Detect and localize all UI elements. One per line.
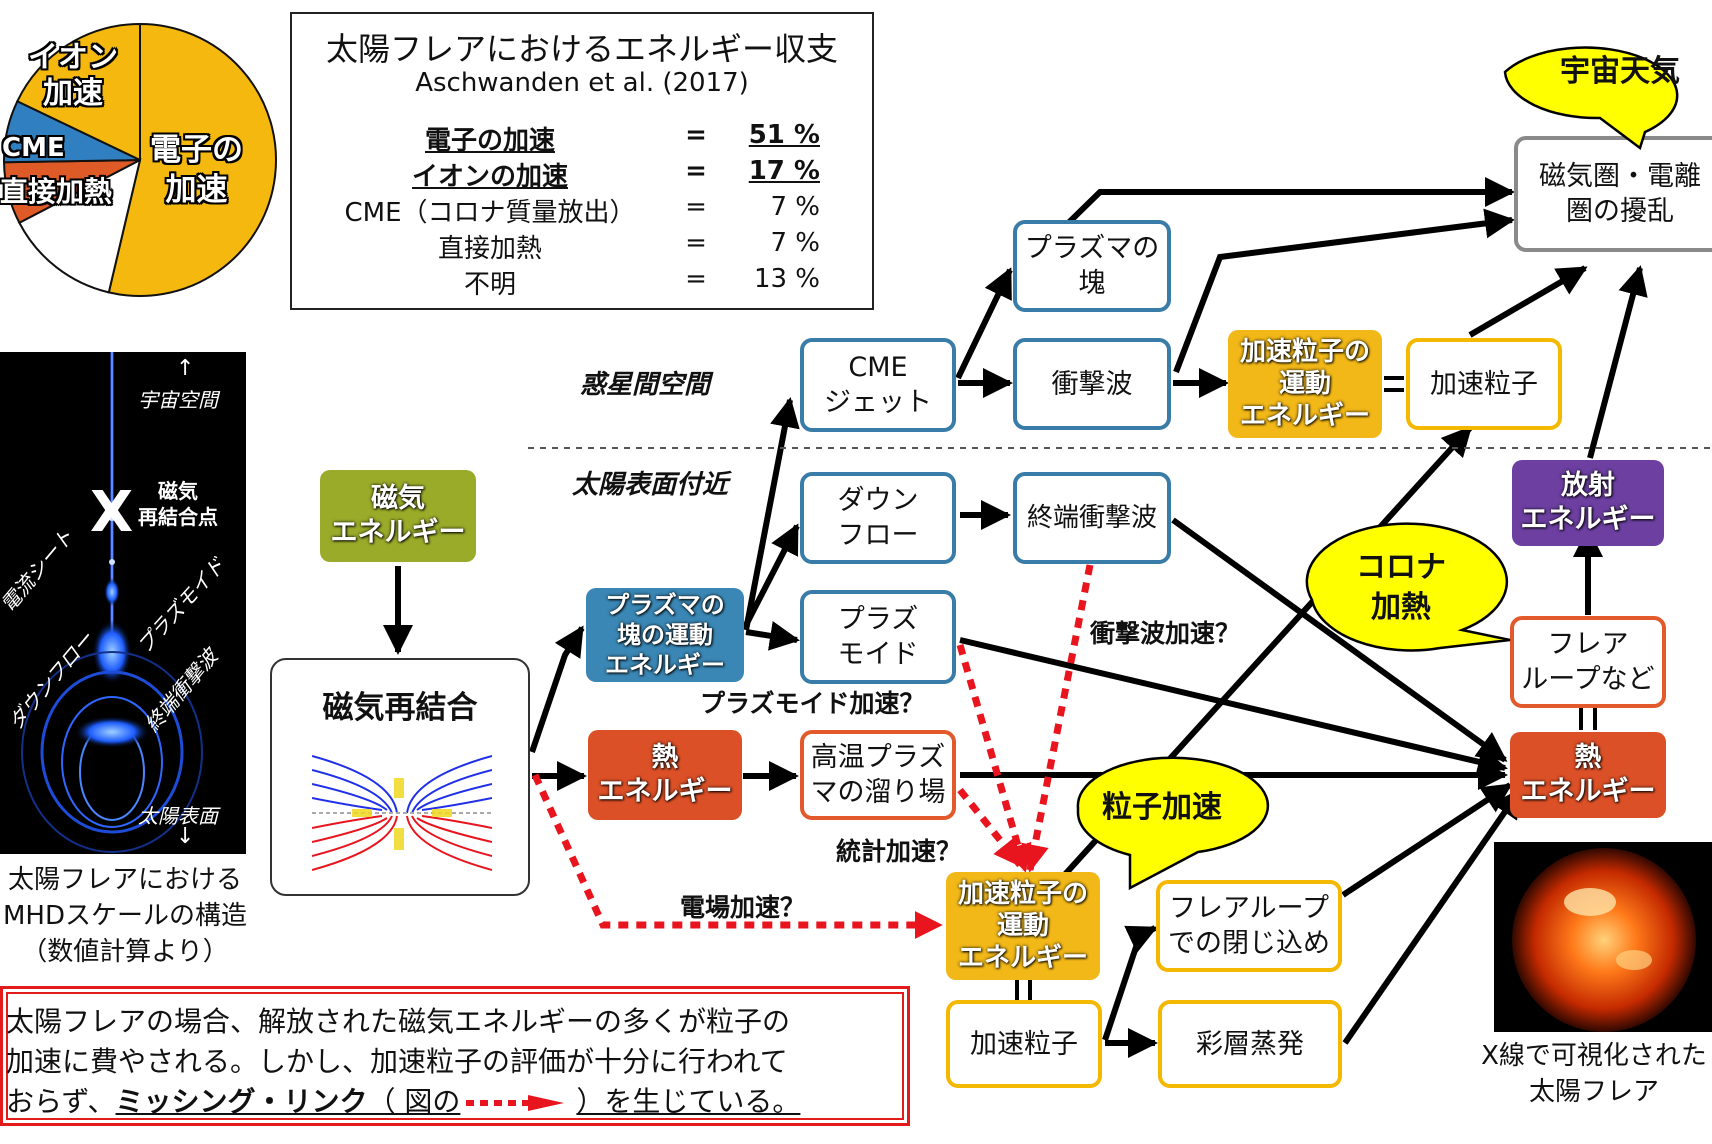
sim-top-arrow: ↑ xyxy=(176,356,195,381)
sim-label-solar-surface: 太陽表面 xyxy=(138,804,218,828)
budget-row-eq: = xyxy=(685,156,707,186)
node-heat-energy-left: 熱 エネルギー xyxy=(588,730,742,820)
node-magnetosphere-disturbance: 磁気圏・電離 圏の擾乱 xyxy=(1514,136,1712,252)
budget-citation: Aschwanden et al. (2017) xyxy=(415,68,749,98)
budget-row-value: 7 % xyxy=(770,192,820,222)
budget-row-value: 17 % xyxy=(748,156,820,186)
arrow-accelke-to-upper xyxy=(1007,425,1473,938)
missing-link-arrows xyxy=(531,564,1094,939)
node-termination-shock: 終端衝撃波 xyxy=(1013,472,1171,564)
arrow-blob-to-cme xyxy=(743,397,800,631)
node-accel-ke-top: 加速粒子の 運動 エネルギー xyxy=(1228,330,1382,438)
reconnection-field-diagram xyxy=(312,755,492,871)
node-blob-kinetic-energy: プラズマの 塊の運動 エネルギー xyxy=(586,588,744,682)
node-accel-ke-bottom: 加速粒子の 運動 エネルギー xyxy=(946,872,1100,980)
callout-space-weather: 宇宙天気 xyxy=(1560,54,1680,89)
arrow-blob-to-plasmoid xyxy=(745,620,800,651)
callout-particle-accel: 粒子加速 xyxy=(1102,790,1222,825)
reconnection-title: 磁気再結合 xyxy=(322,690,478,726)
note-box xyxy=(0,986,910,1126)
budget-row-eq: = xyxy=(685,228,707,258)
xray-caption: X線で可視化された 太陽フレア xyxy=(1481,1041,1707,1107)
note-line-3: おらず、ミッシング・リンク（ 図の ）を生じている。 xyxy=(6,1080,800,1120)
arrow-loop-to-heat xyxy=(1341,782,1513,898)
pie-slice xyxy=(107,22,277,297)
budget-row-label: 電子の加速 xyxy=(424,126,555,156)
note-line-3b: （ 図の xyxy=(367,1085,461,1118)
budget-row-value: 13 % xyxy=(753,264,820,294)
region-near-surface: 太陽表面付近 xyxy=(572,470,729,500)
node-accel-particles-top: 加速粒子 xyxy=(1406,338,1562,430)
node-cme-jet: CME ジェット xyxy=(800,338,956,432)
node-flare-loops: フレア ループなど xyxy=(1510,616,1666,708)
note-line-1: 太陽フレアの場合、解放された磁気エネルギーの多くが粒子の xyxy=(6,1005,791,1038)
node-heat-energy-right: 熱 エネルギー xyxy=(1510,732,1666,818)
budget-row-value: 7 % xyxy=(770,228,820,258)
arrow-plasmoid-to-heat xyxy=(959,637,1508,777)
sim-label-space: 宇宙空間 xyxy=(138,388,218,412)
sim-bottom-arrow: ↓ xyxy=(176,824,195,849)
mhd-simulation-image xyxy=(0,352,246,854)
budget-row-label: イオンの加速 xyxy=(411,162,568,192)
budget-row-label: 不明 xyxy=(463,270,516,300)
note-line-3a: おらず、 xyxy=(6,1085,116,1118)
arrow-radiation-to-magneto xyxy=(1587,265,1648,459)
node-accel-particles-bottom: 加速粒子 xyxy=(946,1000,1102,1088)
node-loop-confinement: フレアループ での閉じ込め xyxy=(1156,880,1342,972)
budget-row-label: 直接加熱 xyxy=(437,234,542,264)
sim-x-mark: X xyxy=(90,480,134,545)
label-plasmoid-accel: プラズモイド加速？ xyxy=(700,689,925,718)
arrow-particles-to-loop xyxy=(1102,925,1158,1041)
bubble-space-weather xyxy=(1503,46,1679,151)
arrow-reconnect-to-blob xyxy=(529,625,585,753)
arrow-shock-to-magneto xyxy=(1173,208,1515,374)
note-line-3c: ）を生じている。 xyxy=(576,1085,801,1118)
node-hot-plasma-pool: 高温プラズ マの溜り場 xyxy=(800,730,956,820)
bubble-corona-heating xyxy=(1305,522,1511,652)
energy-pie-chart xyxy=(3,22,277,297)
pie-slice xyxy=(17,158,142,294)
pie-slice xyxy=(15,22,141,162)
label-stat-accel: 統計加速？ xyxy=(836,837,962,866)
node-chromospheric-evaporation: 彩層蒸発 xyxy=(1158,1000,1342,1088)
node-plasma-blob: プラズマの 塊 xyxy=(1013,220,1171,312)
node-radiation-energy: 放射 エネルギー xyxy=(1512,460,1664,546)
bubble-particle-accel xyxy=(1076,756,1270,891)
pie-label-cme: CME xyxy=(2,133,65,163)
missing-link-legend-arrow xyxy=(466,1095,565,1111)
sim-caption: 太陽フレアにおける MHDスケールの構造 （数値計算より） xyxy=(2,865,247,967)
sim-label-reconnection-point: 磁気 再結合点 xyxy=(138,479,218,529)
arrow-termshock-to-heat xyxy=(1171,517,1508,763)
budget-row-eq: = xyxy=(685,120,707,150)
node-downflow: ダウン フロー xyxy=(800,472,956,564)
arrow-blob-to-downflow xyxy=(743,523,800,627)
region-interplanetary: 惑星間空間 xyxy=(580,370,711,400)
label-shock-accel: 衝撃波加速？ xyxy=(1090,619,1241,648)
callout-corona-heating: コロナ 加熱 xyxy=(1356,550,1446,625)
arrow-evap-to-heat xyxy=(1342,787,1523,1045)
pie-label-electron: 電子の 加速 xyxy=(150,132,243,208)
node-magnetic-energy: 磁気 エネルギー xyxy=(320,470,476,562)
label-efield-accel: 電場加速？ xyxy=(680,893,806,922)
arrow-cme-to-blob xyxy=(955,267,1013,380)
budget-row-eq: = xyxy=(685,192,707,222)
note-missing-link: ミッシング・リンク xyxy=(115,1085,368,1118)
energy-budget-panel xyxy=(290,12,874,310)
pie-label-ion: イオン 加速 xyxy=(28,40,118,111)
arrow-particles-to-magneto xyxy=(1468,265,1588,338)
xray-sun-image xyxy=(1494,842,1712,1032)
budget-row-label: CME（コロナ質量放出） xyxy=(344,198,636,228)
budget-row-eq: = xyxy=(685,264,707,294)
note-line-2: 加速に費やされる。しかし、加速粒子の評価が十分に行われて xyxy=(6,1045,788,1078)
budget-title: 太陽フレアにおけるエネルギー収支 xyxy=(325,30,838,68)
budget-row-value: 51 % xyxy=(748,120,820,150)
node-reconnection: 磁気再結合 xyxy=(270,658,530,896)
node-plasmoid: プラズ モイド xyxy=(800,590,956,684)
pie-label-direct-heating: 直接加熱 xyxy=(0,175,113,208)
node-shock: 衝撃波 xyxy=(1013,338,1171,430)
